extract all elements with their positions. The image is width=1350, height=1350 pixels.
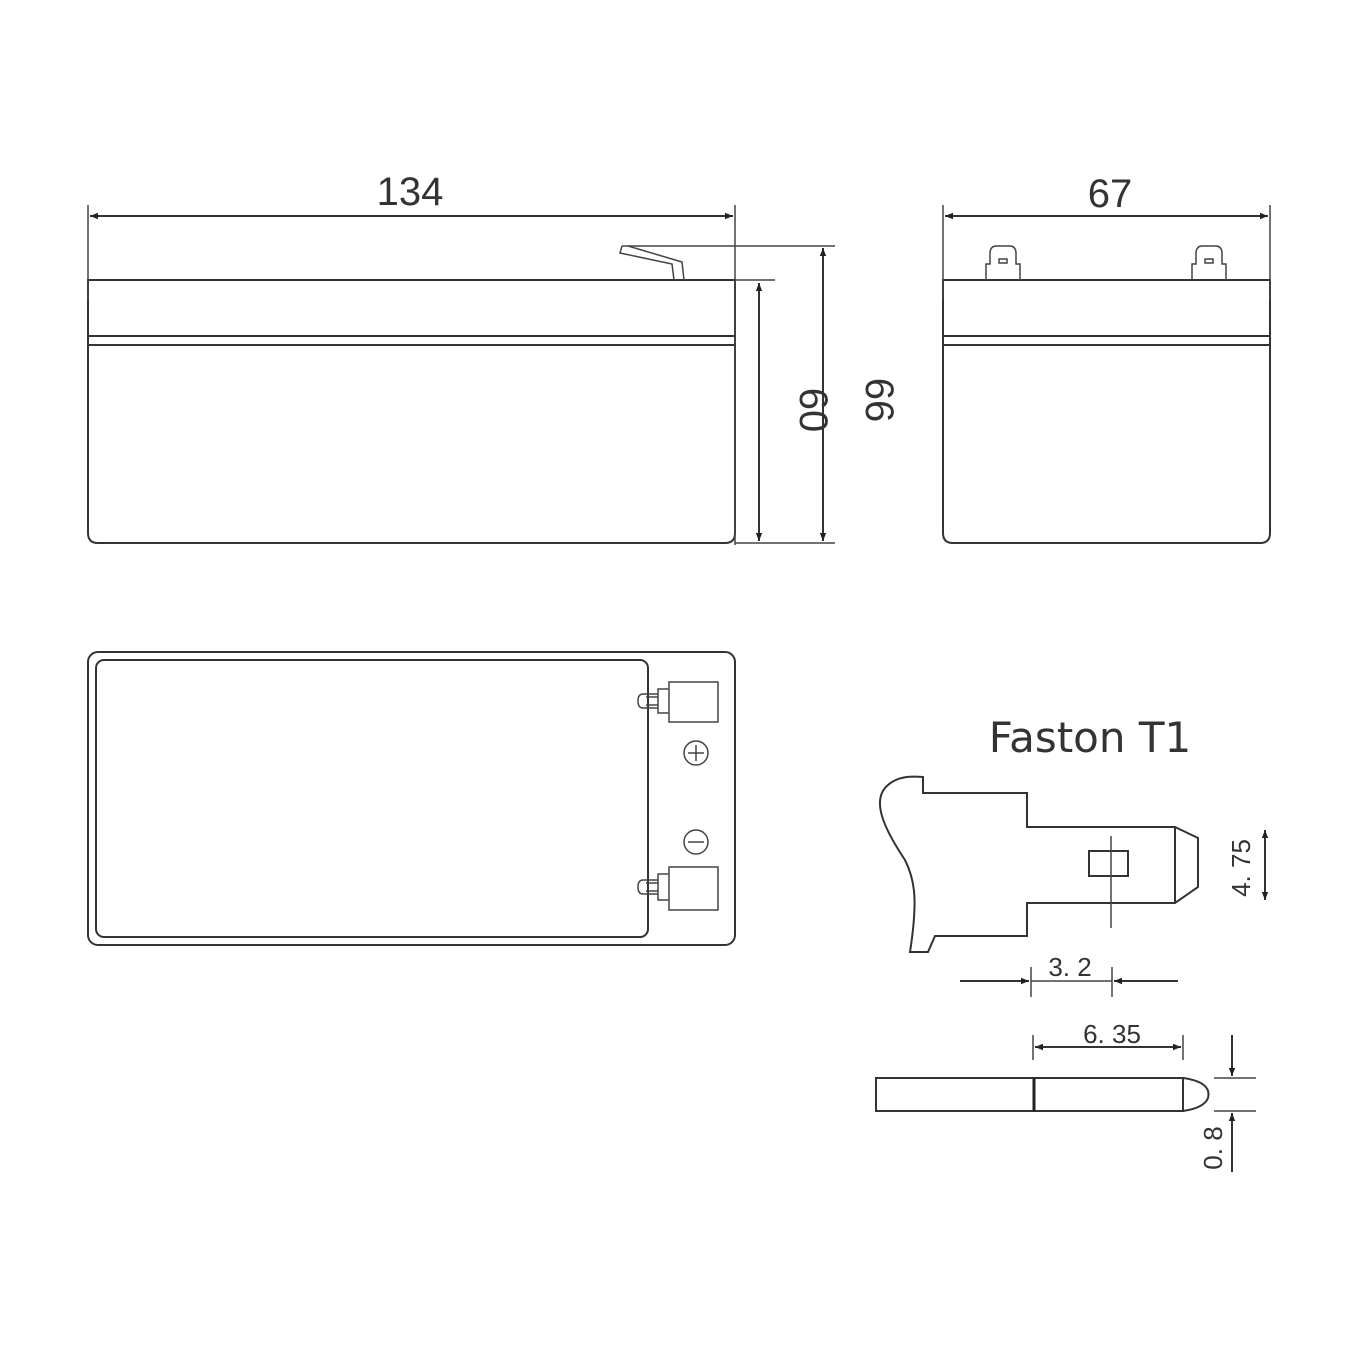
hole-offset-label: 3. 2 bbox=[1048, 952, 1091, 982]
total-height-label: 66 bbox=[857, 378, 901, 423]
case-height-label: 60 bbox=[791, 388, 835, 433]
faston-title: Faston T1 bbox=[989, 713, 1191, 762]
thickness-label: 0. 8 bbox=[1198, 1126, 1228, 1169]
side-view: 67 bbox=[942, 172, 1271, 544]
front-view: 134 60 66 bbox=[87, 170, 901, 545]
positive-terminal bbox=[637, 681, 719, 723]
tab-width-label: 4. 75 bbox=[1226, 839, 1256, 897]
negative-symbol-icon bbox=[683, 829, 709, 855]
top-view bbox=[87, 651, 736, 946]
terminal-icon bbox=[985, 245, 1021, 280]
negative-terminal bbox=[637, 866, 719, 911]
faston-terminal-detail: Faston T1 4. 75 3. 2 6. 35 0. 8 bbox=[875, 713, 1269, 1172]
positive-symbol-icon bbox=[683, 740, 709, 766]
terminal-tab-side bbox=[619, 245, 685, 281]
length-label: 134 bbox=[377, 170, 444, 214]
terminal-icon bbox=[1191, 245, 1227, 280]
terminal-tab-outline bbox=[878, 775, 1199, 953]
width-label: 67 bbox=[1088, 172, 1133, 216]
tab-length-label: 6. 35 bbox=[1083, 1019, 1141, 1049]
